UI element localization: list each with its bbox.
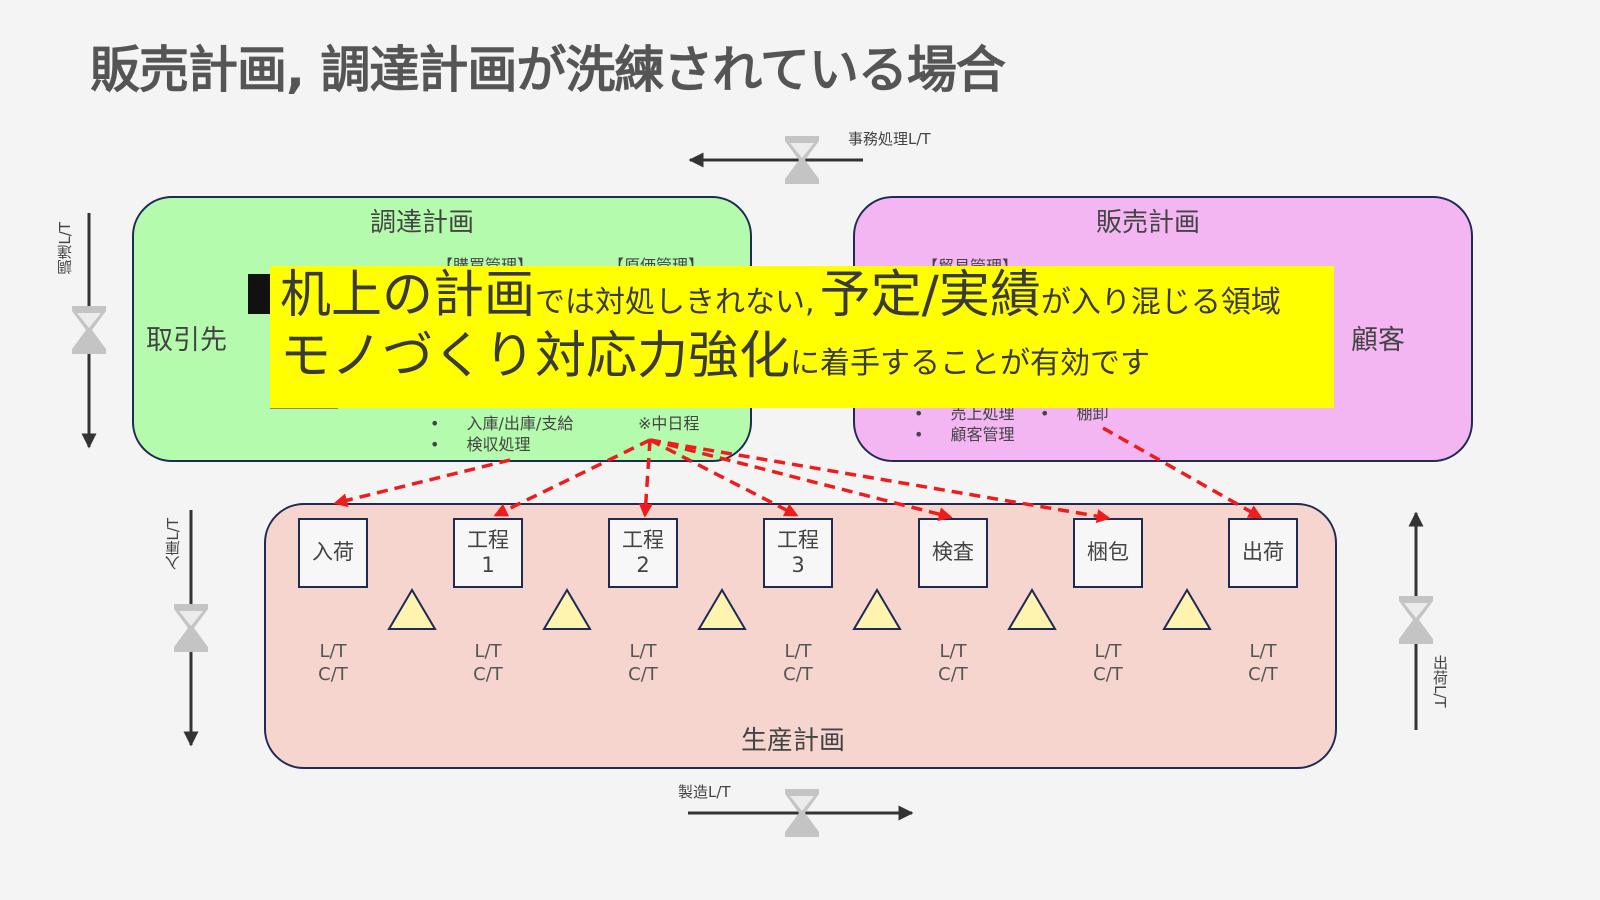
banner-effective: に着手することが有効です [790,346,1151,381]
dashed-arrow-step-3 [649,438,799,517]
hourglass-icon [72,306,106,354]
lt-label: L/T [629,641,657,662]
dashed-arrow-step-2 [638,439,653,518]
sales-bullet-1-label: 売上処理 [950,404,1015,423]
schedule-note: ※中日程 [638,414,700,433]
banner-line-1: 机上の計画では対処しきれない, 予定/実績が入り混じる領域 [280,270,1334,321]
buffer-triangle-icon [852,588,902,630]
process-packing: 梱包 [1073,518,1143,588]
shipping-lt-label: 出荷L/T [1431,655,1449,708]
banner-desk-plan: 机上の計画 [280,266,536,325]
key-message-banner: 机上の計画では対処しきれない, 予定/実績が入り混じる領域 モノづくり対応力強化… [270,266,1334,408]
procurement-bullet-2: • 検収処理 [430,431,531,455]
buffer-triangle-icon [697,588,747,630]
lt-label: L/T [474,641,502,662]
banner-cannot-handle: では対処しきれない, [535,285,815,320]
ct-label: C/T [318,663,348,685]
buffer-triangle-icon [387,588,437,630]
bullet-dot: • [914,425,924,444]
hourglass-icon [1399,596,1433,644]
procurement-bullet-1: • 入庫/出庫/支給 [430,410,573,434]
buffer-triangle-icon [542,588,592,630]
factory-icon [248,274,270,314]
sales-bullet-3: • 棚卸 [1040,400,1109,424]
procurement-bullet-2-label: 検収処理 [466,435,531,454]
lt-label: L/T [784,641,812,662]
customer-label: 顧客 [1351,325,1405,356]
process-step-1: 工程 1 [453,518,523,588]
sales-bullet-3-label: 棚卸 [1076,404,1109,423]
process-inspection: 検査 [918,518,988,588]
manufacturing-lt-label: 製造L/T [678,783,731,801]
dashed-arrow-step-1 [493,438,651,517]
bullet-dot: • [914,404,924,423]
dashed-arrow-shipping [1102,426,1263,519]
process-receiving: 入荷 [298,518,368,588]
buffer-triangle-icon [1162,588,1212,630]
schedule-arrows [333,426,1263,524]
lt-label: L/T [1249,641,1277,662]
procurement-bullet-1-label: 入庫/出庫/支給 [466,414,574,433]
buffer-triangle-icon [1007,588,1057,630]
bullet-dot: • [430,414,440,433]
lt-label: L/T [939,641,967,662]
ct-label: C/T [473,663,503,685]
ct-label: C/T [938,663,968,685]
sales-bullet-1: • 売上処理 [914,400,1015,424]
lt-label: L/T [319,641,347,662]
lt-label: L/T [1094,641,1122,662]
hourglass-icon [174,604,208,652]
page-title: 販売計画, 調達計画が洗練されている場合 [90,41,1006,99]
banner-mixed-area: が入り混じる領域 [1040,285,1281,320]
dashed-arrow-receiving [333,458,511,508]
procurement-title: 調達計画 [370,208,475,238]
underline-stub [270,408,338,409]
banner-plan-actual: 予定/実績 [819,266,1041,325]
bullet-dot: • [1040,404,1050,423]
sales-title: 販売計画 [1096,208,1201,238]
process-step-3: 工程 3 [763,518,833,588]
ct-label: C/T [1248,663,1278,685]
banner-capability: モノづくり対応力強化 [280,327,791,386]
ct-label: C/T [628,663,658,685]
ct-label: C/T [1093,663,1123,685]
production-title: 生産計画 [741,726,846,756]
dashed-arrow-packing [649,438,1111,524]
bullet-dot: • [430,435,440,454]
clerical-lt-label: 事務処理L/T [848,130,931,148]
dashed-arrow-inspection [649,438,953,521]
process-step-2: 工程 2 [608,518,678,588]
supplier-label: 取引先 [146,325,227,356]
sales-bullet-2: • 顧客管理 [914,421,1015,445]
sales-bullet-2-label: 顧客管理 [950,425,1015,444]
process-shipping: 出荷 [1228,518,1298,588]
banner-line-2: モノづくり対応力強化に着手することが有効です [280,331,1334,382]
ct-label: C/T [783,663,813,685]
